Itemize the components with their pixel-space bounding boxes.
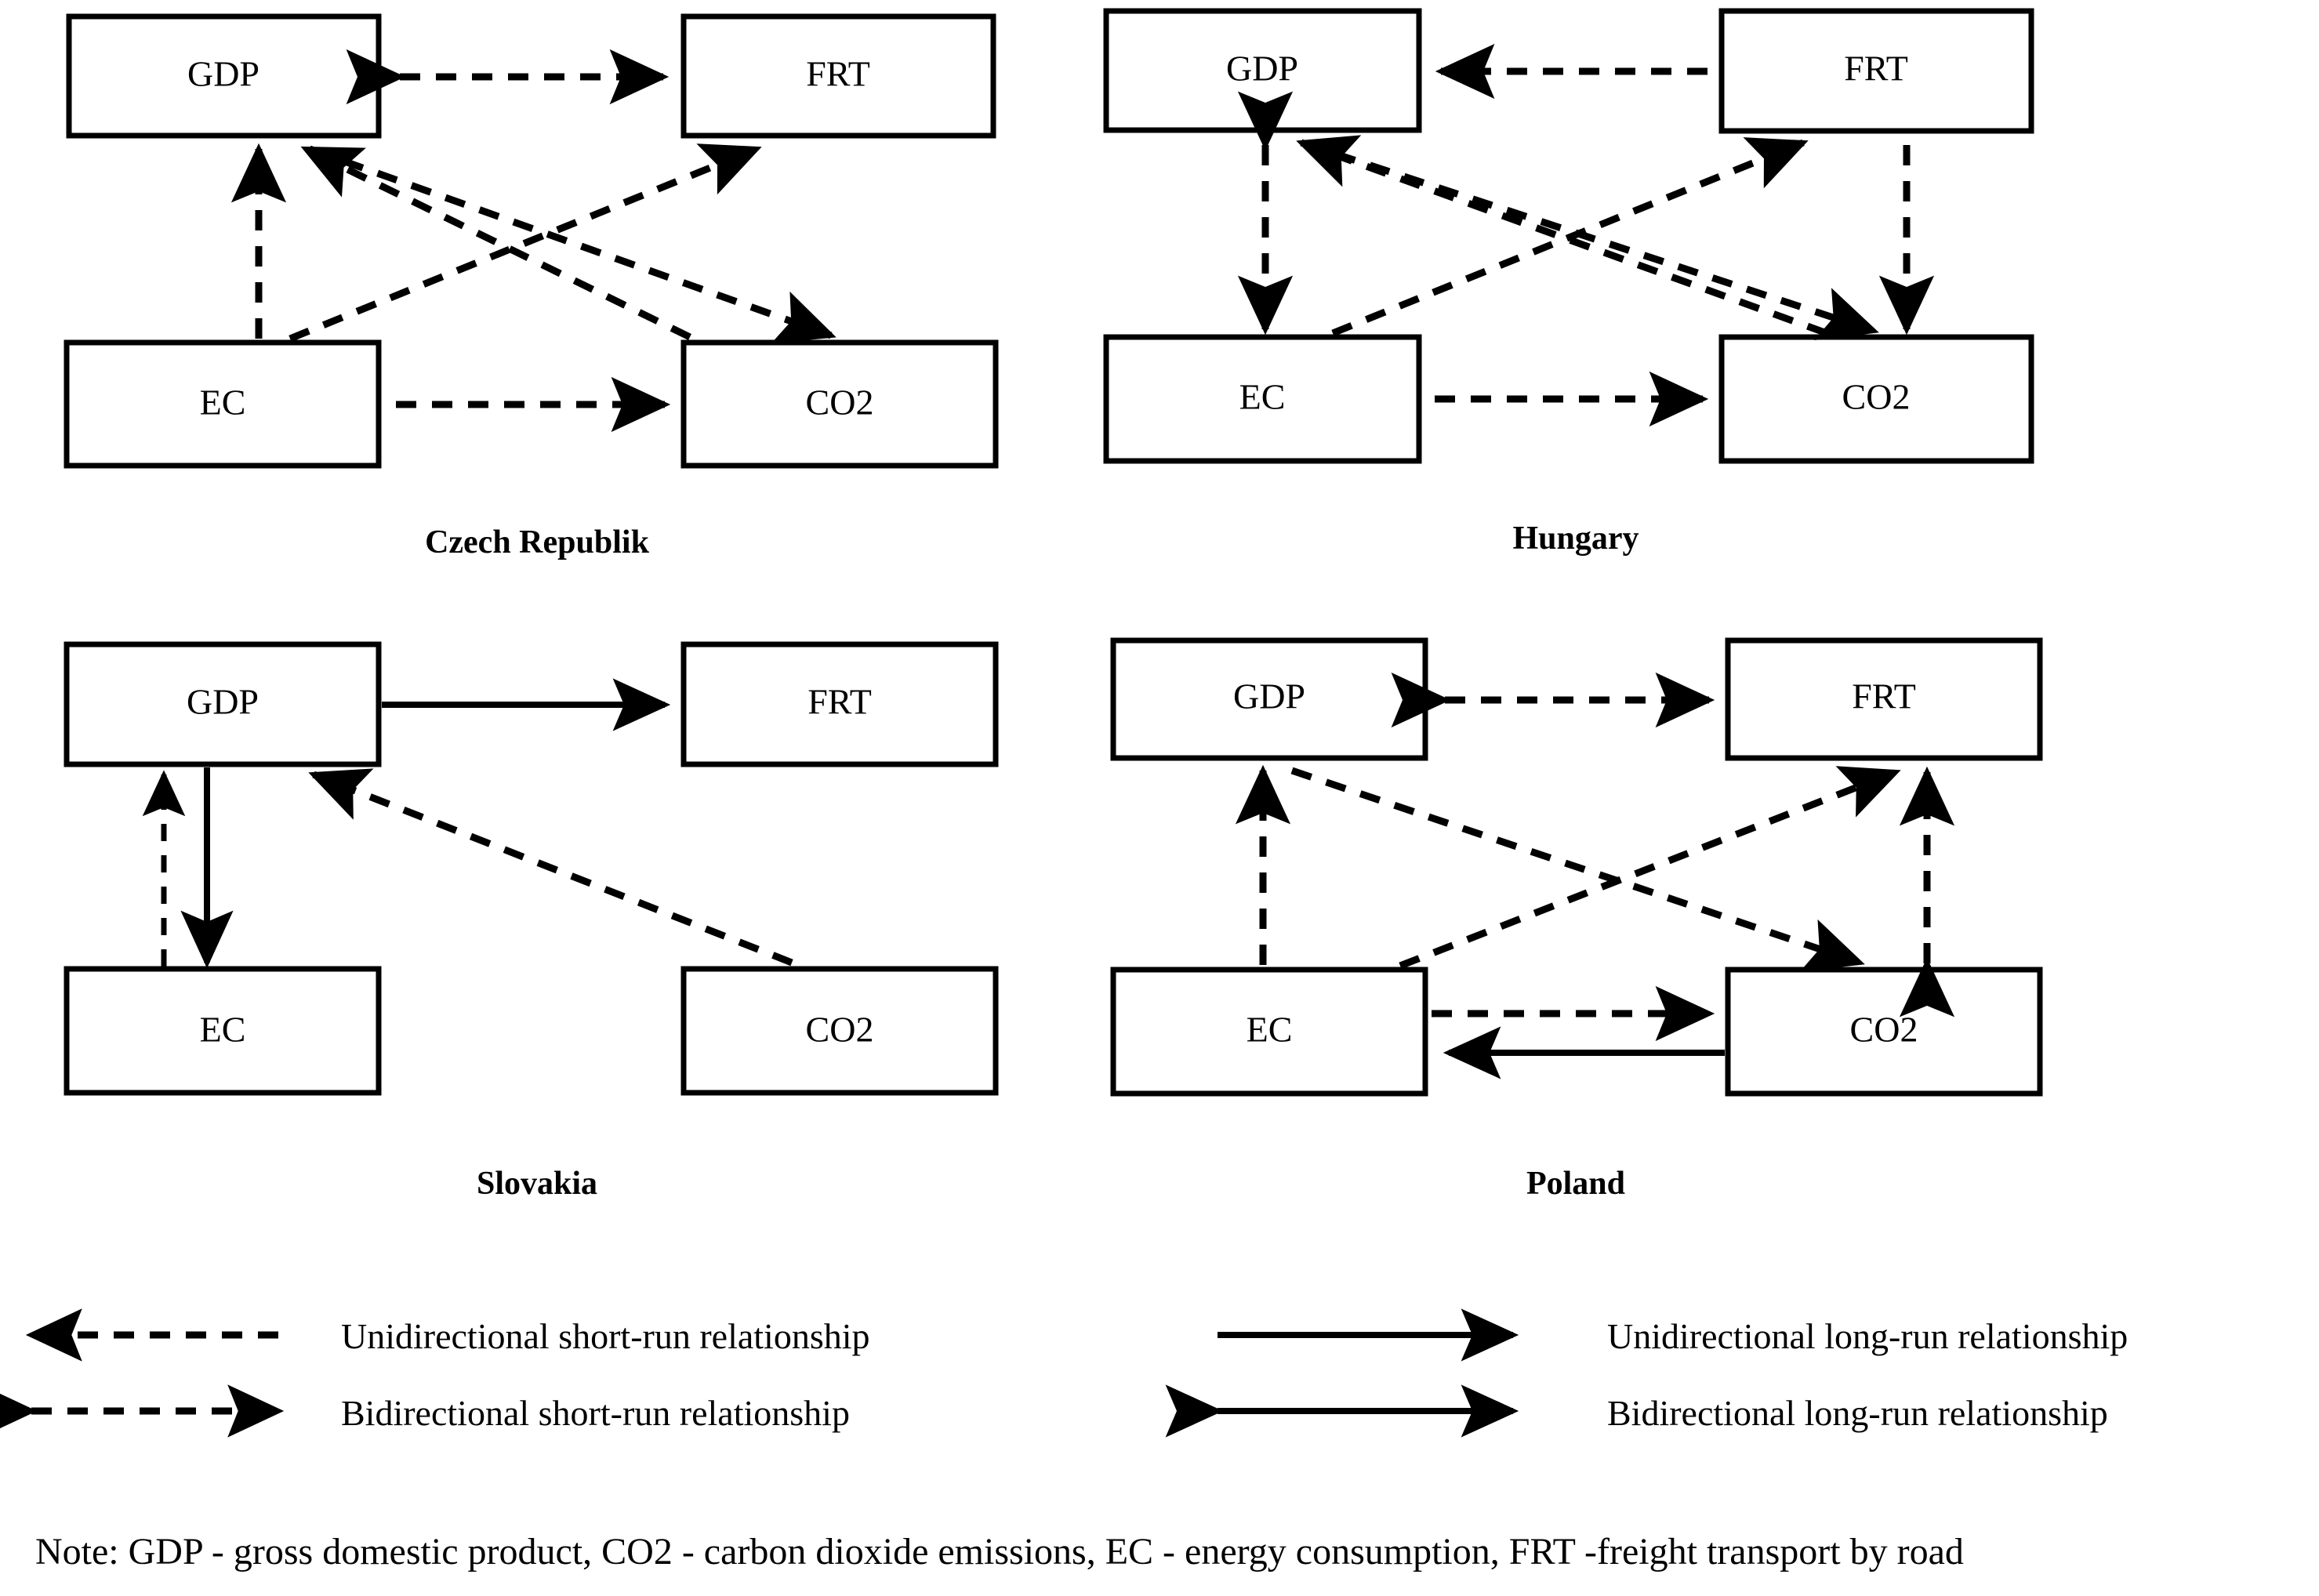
node-box-ec[interactable] [64,339,382,469]
node-label-frt: FRT [806,54,870,94]
node-box-co2[interactable] [680,966,999,1096]
node-label-gdp: GDP [1226,49,1298,89]
edge-gdp-co2 [1290,767,1865,972]
node-label-gdp: GDP [1233,676,1305,716]
panel-slovakia: GDP FRT EC CO2 Slovakia [64,641,999,1202]
node-label-ec: EC [200,1010,246,1050]
node-box-frt[interactable] [680,641,999,767]
edge-ec-frt [289,143,762,343]
node-box-gdp[interactable] [1110,637,1428,761]
node-label-co2: CO2 [806,1010,874,1050]
node-box-frt[interactable] [1725,637,2043,761]
panel-title-hungary: Hungary [1512,521,1639,557]
figure-note: Note: GDP - gross domestic product, CO2 … [35,1531,1964,1572]
node-label-gdp: GDP [187,54,259,94]
edge-gdp-co2 [1300,139,1879,340]
panel-czech: GDP FRT EC CO2 Czech Republik [64,13,999,560]
legend-item-bi-short: Bidirectional short-run relationship [0,1384,850,1438]
panel-title-poland: Poland [1526,1166,1625,1202]
edge-ec-frt [1399,766,1901,970]
node-box-gdp[interactable] [64,641,382,767]
legend: Unidirectional short-run relationship Bi… [0,1308,2128,1438]
node-box-ec[interactable] [64,966,382,1096]
legend-item-uni-short: Unidirectional short-run relationship [25,1308,870,1362]
node-label-ec: EC [200,383,246,423]
legend-label-uni-long: Unidirectional long-run relationship [1607,1316,2128,1356]
legend-item-bi-long: Bidirectional long-run relationship [1165,1384,2108,1438]
node-box-co2[interactable] [680,339,999,469]
edge-gdp-co2 [308,145,837,343]
panel-title-slovakia: Slovakia [477,1166,597,1202]
legend-item-uni-long: Unidirectional long-run relationship [1218,1308,2128,1362]
panel-title-czech: Czech Republik [425,524,650,560]
node-label-co2: CO2 [1842,377,1911,417]
node-label-co2: CO2 [1850,1010,1918,1050]
node-box-frt[interactable] [1718,8,2034,134]
edge-co2-gdp [308,768,793,967]
node-box-co2[interactable] [1718,334,2034,464]
node-label-ec: EC [1247,1010,1293,1050]
legend-label-bi-short: Bidirectional short-run relationship [341,1393,850,1433]
legend-label-uni-short: Unidirectional short-run relationship [341,1316,870,1356]
edge-ec-frt [1331,137,1809,337]
node-label-frt: FRT [1844,49,1908,89]
node-label-ec: EC [1239,377,1286,417]
node-box-ec[interactable] [1103,334,1422,464]
node-box-co2[interactable] [1725,967,2043,1097]
node-label-gdp: GDP [187,682,259,722]
node-label-frt: FRT [1852,676,1916,716]
panel-hungary: GDP FRT EC CO2 Hungary [1103,8,2034,557]
panel-poland: GDP FRT EC CO2 Poland [1110,637,2043,1202]
legend-label-bi-long: Bidirectional long-run relationship [1607,1393,2108,1433]
node-label-frt: FRT [807,682,872,722]
node-box-ec[interactable] [1110,967,1428,1097]
node-box-frt[interactable] [680,13,996,139]
node-label-co2: CO2 [806,383,874,423]
node-box-gdp[interactable] [66,13,382,139]
